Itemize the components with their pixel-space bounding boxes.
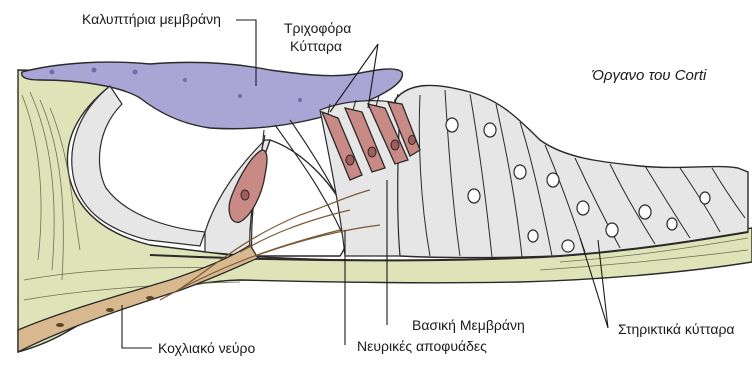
label-supporting-cells: Στηρικτικά κύτταρα	[618, 321, 735, 337]
label-nerve-processes: Νευρικές αποφυάδες	[357, 338, 487, 354]
leader-cochlear	[122, 305, 152, 348]
label-tectorial-membrane: Καλυπτήρια μεμβράνη	[82, 11, 221, 27]
label-hair-cells-line2: Κύτταρα	[290, 38, 342, 54]
diagram-title: Όργανο του Corti	[592, 68, 706, 84]
label-cochlear-nerve: Κοχλιακό νεύρο	[158, 340, 255, 356]
label-basilar-membrane: Βασική Μεμβράνη	[412, 317, 525, 333]
label-hair-cells-line1: Τριχοφόρα	[284, 20, 351, 36]
supporting-cells-mass	[387, 85, 748, 257]
